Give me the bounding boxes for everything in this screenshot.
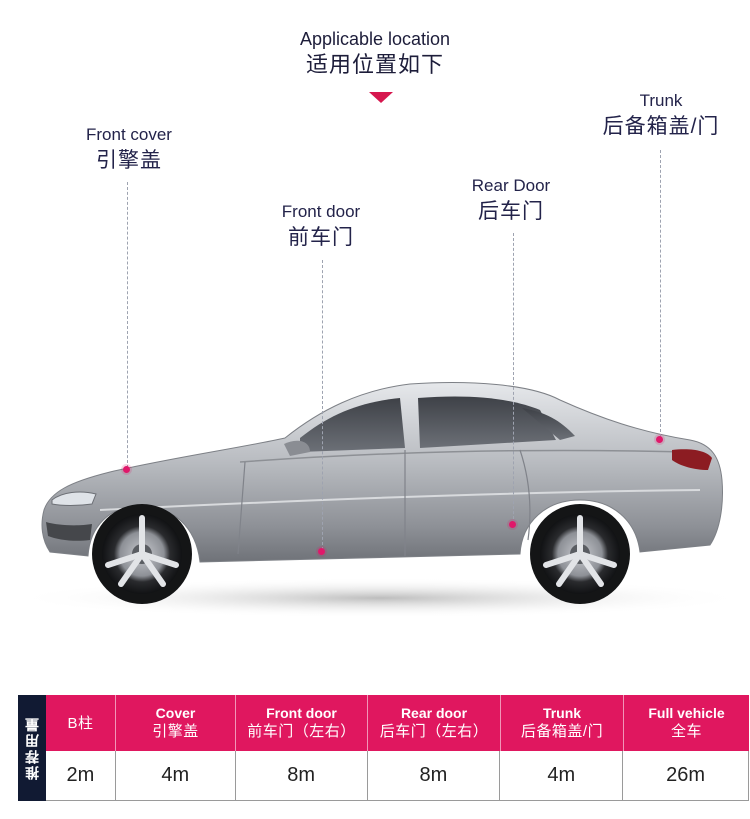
rear-wheel <box>530 504 630 604</box>
header-full-vehicle-cn: 全车 <box>670 723 702 740</box>
marker-dot-front-cover <box>123 466 130 473</box>
callout-front-cover: Front cover 引擎盖 <box>39 124 219 176</box>
value-trunk: 4m <box>500 751 624 800</box>
header-rear-door-en: Rear door <box>400 705 468 721</box>
value-cover: 4m <box>116 751 236 800</box>
header-rear-door: Rear door 后车门（左右） <box>368 695 501 751</box>
heading-english: Applicable location <box>299 29 451 49</box>
value-rear-door: 8m <box>368 751 501 800</box>
header-b-pillar-cn: B柱 <box>67 714 94 732</box>
value-full-vehicle: 26m <box>666 764 706 786</box>
header-trunk-en: Trunk <box>542 705 582 721</box>
header-trunk-cn: 后备箱盖/门 <box>520 723 604 740</box>
header-full-vehicle-en: Full vehicle <box>648 705 725 721</box>
callout-rear-door-cn: 后车门 <box>478 200 544 223</box>
callout-front-cover-en: Front cover <box>86 125 172 144</box>
value-b-pillar: 2m <box>46 751 116 800</box>
leader-line-rear-door <box>513 233 514 524</box>
header-cover: Cover 引擎盖 <box>116 695 236 751</box>
marker-dot-rear-door <box>509 521 516 528</box>
marker-dot-trunk <box>656 436 663 443</box>
header-front-door: Front door 前车门（左右） <box>236 695 368 751</box>
header-rear-door-cn: 后车门（左右） <box>379 723 489 740</box>
header-b-pillar: B柱 <box>46 695 116 751</box>
leader-line-trunk <box>660 150 661 437</box>
header-cover-cn: 引擎盖 <box>152 723 199 740</box>
callout-rear-door-en: Rear Door <box>471 176 551 195</box>
header-front-door-en: Front door <box>266 705 337 721</box>
value-front-door: 8m <box>236 751 368 800</box>
leader-line-front-cover <box>127 182 128 468</box>
callout-trunk: Trunk 后备箱盖/门 <box>571 90 750 142</box>
header-cover-en: Cover <box>155 705 196 721</box>
car-window-quarter <box>522 408 575 440</box>
header-trunk: Trunk 后备箱盖/门 <box>501 695 624 751</box>
callout-front-door-cn: 前车门 <box>288 226 354 249</box>
callout-front-cover-cn: 引擎盖 <box>96 149 162 172</box>
marker-dot-front-door <box>318 548 325 555</box>
down-arrow-icon <box>369 92 393 103</box>
car-window-front <box>300 398 405 452</box>
leader-line-front-door <box>322 260 323 550</box>
car-window-rear <box>418 396 556 448</box>
header-full-vehicle: Full vehicle 全车 <box>624 695 749 751</box>
callout-front-door-en: Front door <box>281 202 361 221</box>
usage-table-header-row: B柱 Cover 引擎盖 Front door 前车门（左右） Rear doo… <box>46 695 749 751</box>
recommended-usage-label: 推荐用量 <box>24 716 40 780</box>
car-illustration <box>0 340 750 670</box>
callout-trunk-cn: 后备箱盖/门 <box>602 115 720 138</box>
header-front-door-cn: 前车门（左右） <box>247 723 356 740</box>
usage-table-value-row: 2m 4m 8m 8m 4m 26m <box>46 751 749 801</box>
applicable-location-heading: Applicable location 适用位置如下 <box>0 28 750 80</box>
recommended-usage-label-cell: 推荐用量 <box>18 695 46 801</box>
heading-chinese: 适用位置如下 <box>305 52 444 77</box>
front-wheel <box>92 504 192 604</box>
callout-rear-door: Rear Door 后车门 <box>421 175 601 227</box>
callout-front-door: Front door 前车门 <box>231 201 411 253</box>
callout-trunk-en: Trunk <box>639 91 683 110</box>
